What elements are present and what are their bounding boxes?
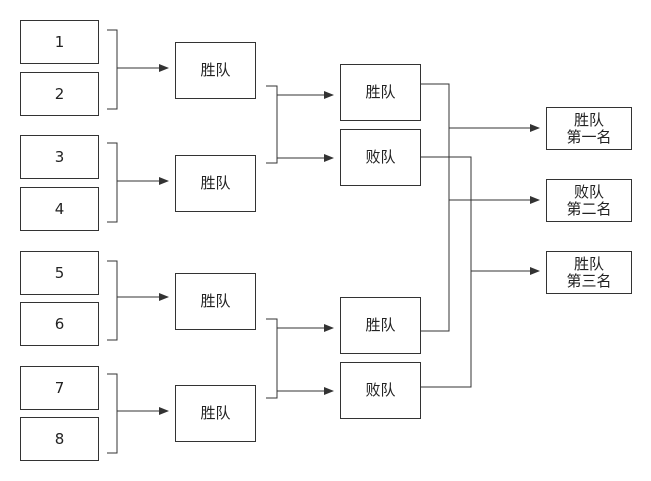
seed-label: 2 xyxy=(54,84,65,103)
line-losers-merge xyxy=(421,156,472,388)
round2-box-top-loser: 败队 xyxy=(340,129,421,186)
round2-label: 胜队 xyxy=(365,83,396,101)
seed-label: 5 xyxy=(54,263,65,282)
seed-box-8: 8 xyxy=(20,417,99,461)
seed-box-5: 5 xyxy=(20,251,99,295)
bracket-seed-1-2 xyxy=(107,29,118,110)
round2-box-bottom-winner: 胜队 xyxy=(340,297,421,354)
bracket-seed-3-4 xyxy=(107,142,118,223)
bracket-seed-7-8 xyxy=(107,373,118,454)
seed-label: 1 xyxy=(54,32,65,51)
round2-box-bottom-loser: 败队 xyxy=(340,362,421,419)
round1-box-1: 胜队 xyxy=(175,42,256,99)
round2-box-top-winner: 胜队 xyxy=(340,64,421,121)
result-box-second: 败队 第二名 xyxy=(546,179,632,222)
round1-label: 胜队 xyxy=(200,292,231,310)
result-rank-label: 第三名 xyxy=(566,271,612,290)
result-team-label: 胜队 xyxy=(573,110,604,129)
seed-box-1: 1 xyxy=(20,20,99,64)
result-rank-label: 第二名 xyxy=(566,199,612,218)
seed-label: 3 xyxy=(54,147,65,166)
round1-label: 胜队 xyxy=(200,404,231,422)
round2-label: 败队 xyxy=(365,381,396,399)
result-team-label: 胜队 xyxy=(573,254,604,273)
round1-box-3: 胜队 xyxy=(175,273,256,330)
round1-box-4: 胜队 xyxy=(175,385,256,442)
bracket-seed-5-6 xyxy=(107,260,118,341)
round1-label: 胜队 xyxy=(200,174,231,192)
bracket-round1-bottom xyxy=(266,318,278,399)
round2-label: 败队 xyxy=(365,148,396,166)
seed-label: 7 xyxy=(54,378,65,397)
seed-label: 4 xyxy=(54,199,65,218)
line-winners-merge xyxy=(421,83,450,332)
bracket-round1-top xyxy=(266,85,278,164)
round1-box-2: 胜队 xyxy=(175,155,256,212)
seed-box-4: 4 xyxy=(20,187,99,231)
result-team-label: 败队 xyxy=(573,182,604,201)
seed-box-6: 6 xyxy=(20,302,99,346)
result-box-third: 胜队 第三名 xyxy=(546,251,632,294)
result-rank-label: 第一名 xyxy=(566,127,612,146)
result-box-first: 胜队 第一名 xyxy=(546,107,632,150)
seed-box-2: 2 xyxy=(20,72,99,116)
seed-box-7: 7 xyxy=(20,366,99,410)
seed-label: 8 xyxy=(54,429,65,448)
round2-label: 胜队 xyxy=(365,316,396,334)
round1-label: 胜队 xyxy=(200,61,231,79)
seed-box-3: 3 xyxy=(20,135,99,179)
seed-label: 6 xyxy=(54,314,65,333)
